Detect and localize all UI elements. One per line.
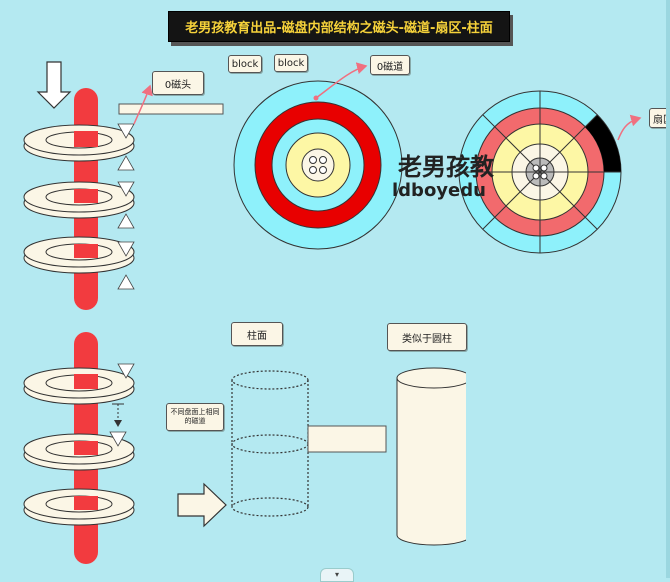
sector-disk [458,90,622,254]
scroll-down-icon[interactable]: ▾ [320,568,354,582]
platter-top-1 [23,124,135,162]
platter-top-2 [23,181,135,219]
head-triangles-top [117,123,135,290]
down-arrow-icon [36,61,72,109]
label-track0: 0磁道 [370,55,410,75]
label-head0: 0磁头 [152,71,204,95]
page-title: 老男孩教育出品-磁盘内部结构之磁头-磁道-扇区-柱面 [168,11,510,42]
track-disk [233,80,403,250]
label-similar-cylinder: 类似于圆柱 [387,323,467,351]
watermark-brand: 老男孩教 [398,153,495,181]
right-arrow-icon [177,482,227,528]
right-scrollbar[interactable] [666,0,670,578]
label-sector: 扇区 [649,108,670,128]
connector-track [315,62,368,99]
head-triangles-bottom [109,363,135,447]
label-block-2: block [274,54,308,72]
platter-bottom-1 [23,367,135,405]
platter-bottom-3 [23,488,135,526]
head-arm [118,103,224,115]
watermark: 老男孩教 ldboyedu [392,153,495,201]
connector-sector [617,114,642,141]
label-cylinder: 柱面 [231,322,283,346]
cylinder-sheet [307,425,387,453]
label-same-track-note: 不同盘面上相同的磁道 [166,403,224,431]
platter-top-3 [23,236,135,274]
platter-bottom-2 [23,433,135,471]
solid-cylinder [396,366,480,546]
cylinder-outline [231,370,309,517]
label-block-1: block [228,55,262,73]
connector-head [133,84,153,125]
watermark-domain: ldboyedu [392,180,486,201]
